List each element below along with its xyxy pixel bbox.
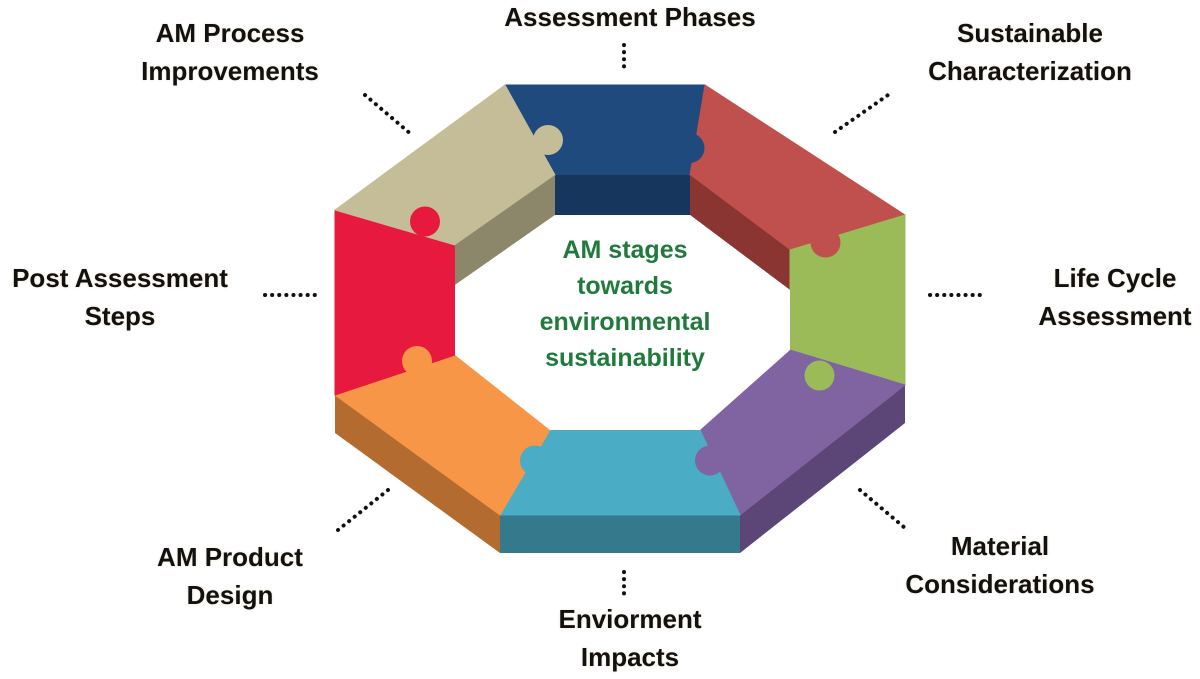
knob-assessment-phases (674, 133, 705, 163)
inner-wall-sustainable-characterization (690, 175, 790, 290)
knob-sustainable-characterization (810, 227, 841, 258)
label-enviorment-impacts: Enviorment Impacts (558, 604, 702, 672)
outer-wall-enviorment-impacts (500, 515, 740, 553)
center-title-line: AM stages (562, 236, 688, 264)
inner-wall-assessment-phases (555, 175, 690, 215)
outer-wall-am-product-design (335, 395, 500, 553)
label-post-assessment-steps: Post Assessment Steps (12, 263, 228, 331)
connector-sustainable-characterization (833, 93, 890, 134)
center-hole (455, 215, 790, 430)
center-title-line: sustainability (545, 344, 705, 372)
label-sustainable-characterization: Sustainable Characterization (928, 18, 1132, 86)
label-material-considerations: Material Considerations (905, 531, 1095, 599)
center-title: AM stages towards environmental sustaina… (505, 232, 745, 376)
connector-am-process-improvements (363, 93, 414, 137)
label-assessment-phases: Assessment Phases (504, 2, 756, 32)
label-am-product-design: AM Product Design (157, 542, 303, 610)
inner-wall-am-process-improvements (455, 175, 555, 285)
ring-side-walls (335, 385, 905, 553)
dotted-connectors (263, 43, 987, 597)
knob-am-product-design (402, 346, 432, 376)
knob-enviorment-impacts (520, 445, 550, 476)
puzzle-knobs (402, 125, 841, 476)
center-title-line: towards (577, 272, 673, 300)
knob-am-process-improvements (533, 125, 563, 155)
label-am-process-improvements: AM Process Improvements (141, 18, 319, 86)
connector-am-product-design (336, 488, 390, 532)
connector-material-considerations (858, 488, 907, 530)
knob-material-considerations (695, 445, 725, 476)
center-title-line: environmental (539, 308, 711, 336)
knob-life-cycle-assessment (804, 360, 835, 391)
label-life-cycle-assessment: Life Cycle Assessment (1038, 263, 1192, 331)
outer-wall-material-considerations (740, 385, 905, 553)
knob-post-assessment-steps (410, 206, 440, 237)
